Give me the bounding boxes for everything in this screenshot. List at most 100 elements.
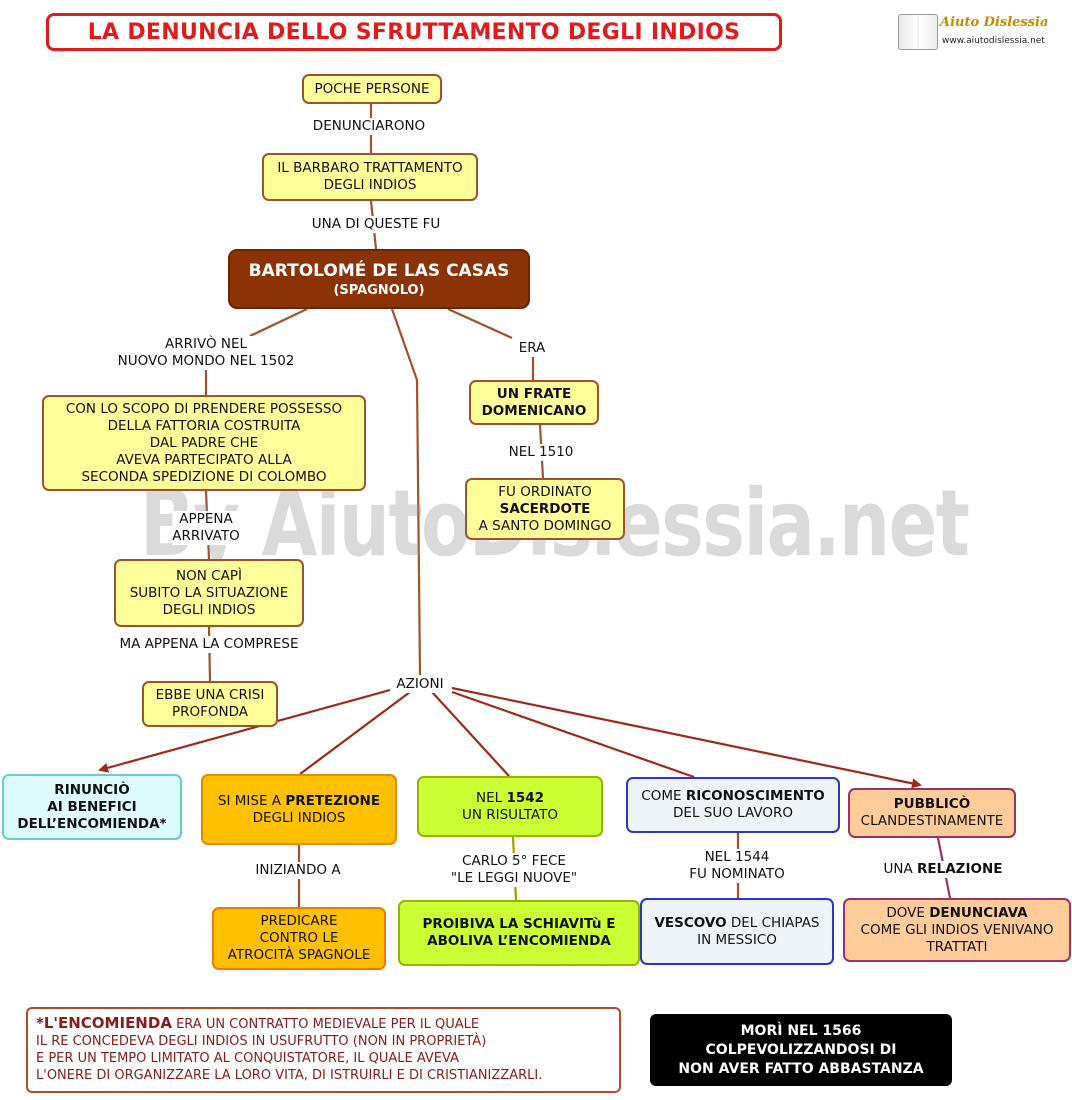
link-label-azioni: AZIONI xyxy=(396,676,444,693)
node-bartolome-de-las-casas: BARTOLOMÉ DE LAS CASAS (SPAGNOLO) xyxy=(228,249,530,309)
label-line: ARRIVÒ NEL xyxy=(164,336,248,352)
node-predicare: PREDICARE CONTRO LE ATROCITÀ SPAGNOLE xyxy=(212,907,386,970)
node-text-bold: VESCOVO xyxy=(654,914,727,931)
note-line: E PER UN TEMPO LIMITATO AL CONQUISTATORE… xyxy=(36,1051,459,1066)
node-text: NON AVER FATTO ABBASTANZA xyxy=(678,1060,924,1077)
node-text: DEGLI INDIOS xyxy=(252,809,346,826)
node-text: IL BARBARO TRATTAMENTO xyxy=(277,160,463,176)
node-text-line: COME RICONOSCIMENTO xyxy=(641,788,824,805)
link-azioni-mise xyxy=(299,691,411,775)
label-line: FU NOMINATO xyxy=(689,866,785,882)
node-text: DOVE xyxy=(886,904,930,921)
node-text: COME GLI INDIOS VENIVANO xyxy=(860,921,1054,938)
node-text-line: SI MISE A PRETEZIONE xyxy=(218,793,380,810)
node-text: MORÌ NEL 1566 xyxy=(740,1022,862,1039)
link-label-era: ERA xyxy=(518,340,546,357)
node-text: PREDICARE xyxy=(260,913,338,929)
link-label-denunciarono: DENUNCIARONO xyxy=(312,118,426,135)
link-label-iniziando-a: INIZIANDO A xyxy=(255,862,341,879)
link-azioni-nel1542 xyxy=(431,691,510,777)
label-line: APPENA xyxy=(179,511,233,527)
site-logo[interactable]: Aiuto Dislessia www.aiutodislessia.net xyxy=(898,14,1050,50)
link-label-una-di-queste: UNA DI QUESTE FU xyxy=(311,216,441,233)
node-text: NON CAPÌ xyxy=(176,567,242,584)
node-vescovo: VESCOVO DEL CHIAPAS IN MESSICO xyxy=(640,898,834,965)
node-frate-domenicano: UN FRATE DOMENICANO xyxy=(469,380,599,425)
node-text: POCHE PERSONE xyxy=(314,80,430,97)
node-text: SUBITO LA SITUAZIONE xyxy=(129,584,289,601)
node-pubblico: PUBBLICÒ CLANDESTINAMENTE xyxy=(848,788,1016,838)
node-text: BARTOLOMÉ DE LAS CASAS xyxy=(248,260,510,281)
link-label-carlo-v: CARLO 5° FECE "LE LEGGI NUOVE" xyxy=(450,853,578,887)
node-text-bold: DENUNCIAVA xyxy=(929,904,1028,921)
node-text: CONTRO LE xyxy=(259,930,339,946)
arrow-azioni-rinuncio xyxy=(98,688,391,773)
link-label-appena-arrivato: APPENA ARRIVATO xyxy=(172,511,240,545)
node-text-bold: PRETEZIONE xyxy=(285,792,381,809)
node-text: UN RISULTATO xyxy=(461,806,558,823)
node-text: DAL PADRE CHE xyxy=(149,434,259,451)
link-label-una-relazione: UNA RELAZIONE xyxy=(883,861,1003,878)
node-text: DELLA FATTORIA COSTRUITA xyxy=(107,417,301,434)
page-title: LA DENUNCIA DELLO SFRUTTAMENTO DEGLI IND… xyxy=(46,13,782,51)
node-text: FU ORDINATO xyxy=(498,483,592,500)
label-line: ARRIVATO xyxy=(172,528,240,544)
node-text: DELL’ENCOMIENDA* xyxy=(17,815,167,832)
node-text: UN FRATE xyxy=(496,385,572,402)
node-scopo: CON LO SCOPO DI PRENDERE POSSESSO DELLA … xyxy=(42,395,366,491)
link-label-nel-1510: NEL 1510 xyxy=(508,444,574,461)
node-text: EBBE UNA CRISI xyxy=(155,687,265,703)
node-text: IN MESSICO xyxy=(697,931,777,948)
link-azioni-ricon xyxy=(451,690,695,779)
node-proibiva: PROIBIVA LA SCHIAVITù E ABOLIVA L’ENCOMI… xyxy=(398,900,640,966)
node-barbaro-trattamento: IL BARBARO TRATTAMENTO DEGLI INDIOS xyxy=(262,153,478,201)
link-label-arrivo: ARRIVÒ NEL NUOVO MONDO NEL 1502 xyxy=(117,336,295,370)
node-text: COME xyxy=(641,788,686,804)
node-text: DEL CHIAPAS xyxy=(726,914,820,931)
link-casas-azioni xyxy=(390,308,422,676)
encomienda-note: *L'ENCOMIENDA ERA UN CONTRATTO MEDIEVALE… xyxy=(26,1007,621,1093)
node-text-bold: RICONOSCIMENTO xyxy=(685,788,825,804)
node-text: DEGLI INDIOS xyxy=(162,601,256,618)
note-text: ERA UN CONTRATTO MEDIEVALE PER IL QUALE xyxy=(171,1017,480,1032)
node-text: SACERDOTE xyxy=(499,500,591,517)
label-line: "LE LEGGI NUOVE" xyxy=(450,870,578,886)
logo-url: www.aiutodislessia.net xyxy=(942,36,1045,46)
node-text: DEGLI INDIOS xyxy=(323,177,417,193)
link-casas-era xyxy=(447,307,513,340)
node-text-bold: 1542 xyxy=(506,789,545,806)
note-line: L'ONERE DI ORGANIZZARE LA LORO VITA, DI … xyxy=(36,1068,543,1083)
node-text: AVEVA PARTECIPATO ALLA xyxy=(116,451,292,468)
death-box: MORÌ NEL 1566 COLPEVOLIZZANDOSI DI NON A… xyxy=(650,1014,952,1086)
arrow-azioni-pubblico xyxy=(451,686,922,789)
node-text: (SPAGNOLO) xyxy=(333,282,425,298)
node-text: ATROCITÀ SPAGNOLE xyxy=(227,947,371,963)
label-text: UNA xyxy=(883,861,918,877)
note-term: *L'ENCOMIENDA xyxy=(36,1014,172,1032)
label-line: NUOVO MONDO NEL 1502 xyxy=(117,353,295,369)
link-casas-arrivo xyxy=(249,308,308,337)
node-text: PROIBIVA LA SCHIAVITù E xyxy=(422,916,616,932)
node-text: NEL xyxy=(475,789,507,806)
node-rinuncio: RINUNCIÒ AI BENEFICI DELL’ENCOMIENDA* xyxy=(2,774,182,840)
node-text: TRATTATI xyxy=(926,938,988,955)
node-text: AI BENEFICI xyxy=(47,798,137,815)
node-dove-denunciava: DOVE DENUNCIAVA COME GLI INDIOS VENIVANO… xyxy=(843,898,1071,962)
node-text: DOMENICANO xyxy=(481,402,587,419)
node-nel-1542: NEL 1542 UN RISULTATO xyxy=(417,776,603,837)
link-label-ma-appena: MA APPENA LA COMPRESE xyxy=(119,636,299,653)
node-poche-persone: POCHE PERSONE xyxy=(302,74,442,104)
node-crisi: EBBE UNA CRISI PROFONDA xyxy=(142,681,278,727)
node-text-line: DOVE DENUNCIAVA xyxy=(886,905,1027,922)
node-text: DEL SUO LAVORO xyxy=(673,805,793,821)
node-riconoscimento: COME RICONOSCIMENTO DEL SUO LAVORO xyxy=(626,777,840,833)
node-si-mise-a-pretezione: SI MISE A PRETEZIONE DEGLI INDIOS xyxy=(201,774,397,845)
node-ordinato-sacerdote: FU ORDINATO SACERDOTE A SANTO DOMINGO xyxy=(465,478,625,540)
node-text: PUBBLICÒ xyxy=(893,796,971,812)
node-text: COLPEVOLIZZANDOSI DI xyxy=(705,1041,897,1058)
node-text: SECONDA SPEDIZIONE DI COLOMBO xyxy=(81,468,327,485)
label-line: CARLO 5° FECE xyxy=(462,853,566,869)
node-text-line: VESCOVO DEL CHIAPAS xyxy=(654,915,819,932)
node-text: RINUNCIÒ xyxy=(54,781,130,798)
